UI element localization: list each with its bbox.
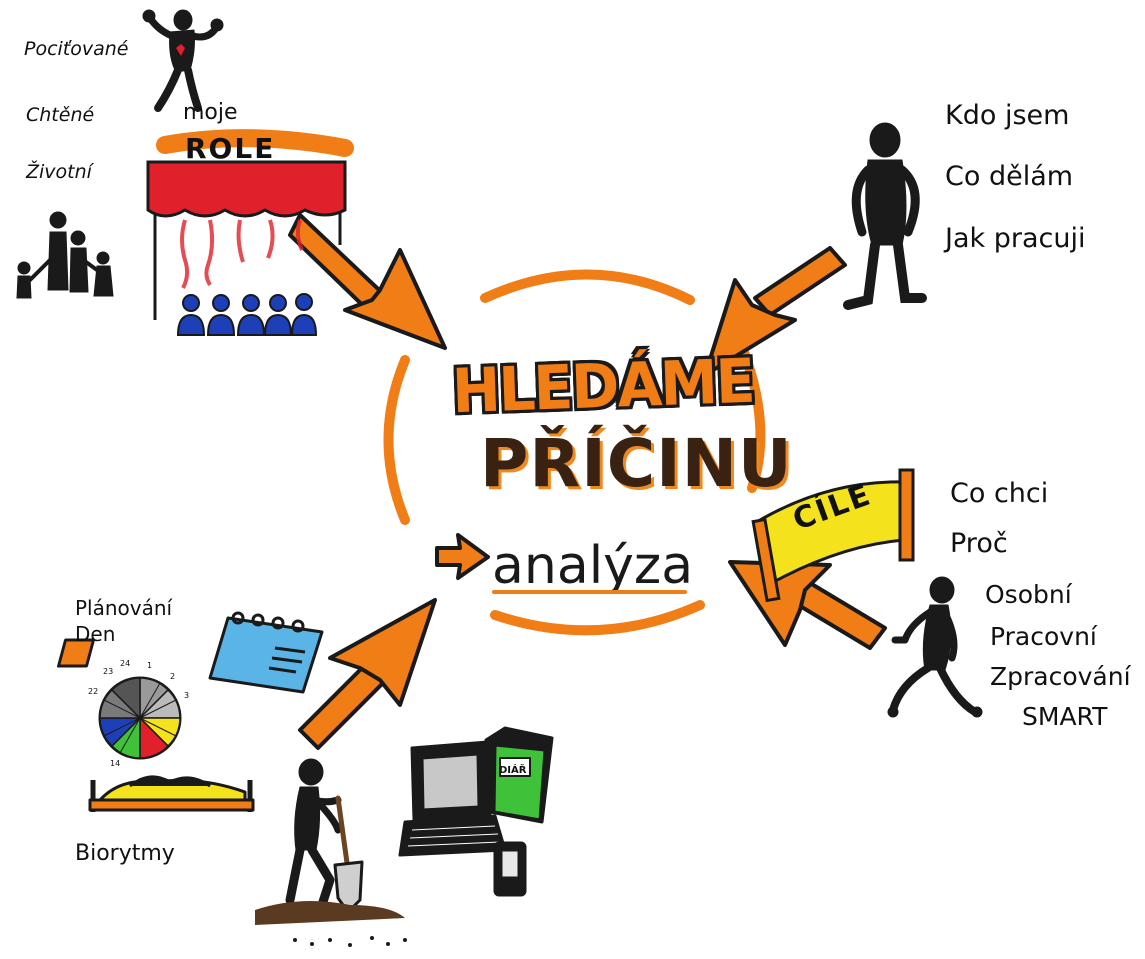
center-title-analyza: analýza: [492, 536, 694, 596]
role-type-felt: Pociťované: [24, 38, 129, 60]
arrow-bottom-right-icon: [728, 560, 887, 650]
what-i-do-label: Co dělám: [945, 161, 1074, 192]
standing-figure-icon: [843, 122, 927, 310]
goal-banner-icon: [751, 468, 915, 603]
who-am-i-label: Kdo jsem: [945, 100, 1070, 131]
family-icon: [16, 211, 114, 299]
arrow-bottom-left-icon: [298, 598, 437, 750]
why-label: Proč: [950, 528, 1008, 559]
digging-figure-icon: [255, 758, 407, 947]
role-stage-icon: [146, 129, 354, 336]
how-i-work-label: Jak pracuji: [945, 223, 1086, 254]
arrow-top-right-icon: [703, 246, 847, 377]
calendar-icon: [56, 611, 324, 694]
center-title-hledame: HLEDÁME: [450, 345, 755, 427]
role-type-life: Životní: [26, 161, 92, 183]
phone-icon: [493, 841, 527, 897]
bed-icon: [88, 775, 255, 812]
clock-number-23: 23: [103, 667, 114, 676]
diary-label: DIÁŘ: [499, 765, 527, 776]
clock-number-2: 2: [170, 672, 176, 681]
smart-label: SMART: [1022, 702, 1108, 731]
personal-label: Osobní: [985, 580, 1072, 609]
clock-number-22: 22: [88, 687, 99, 696]
role-type-wanted: Chtěné: [26, 104, 95, 126]
center-title-pricinu: PŘÍČINU: [480, 425, 793, 502]
running-figure-icon: [887, 576, 983, 718]
clock-number-24: 24: [120, 659, 131, 668]
day-label: Den: [75, 622, 116, 646]
clock-number-1: 1: [147, 661, 153, 670]
processing-label: Zpracování: [990, 662, 1131, 691]
moje-label: moje: [183, 100, 238, 125]
biorhythm-label: Biorytmy: [75, 841, 175, 866]
what-i-want-label: Co chci: [950, 478, 1049, 509]
role-label: ROLE: [185, 132, 276, 165]
planning-label: Plánování: [75, 596, 173, 620]
analyza-underline: [492, 590, 687, 594]
clock-wheel-icon: [98, 676, 182, 760]
work-label: Pracovní: [990, 622, 1097, 651]
dancing-figure-icon: [142, 9, 224, 112]
laptop-icon: [398, 740, 507, 857]
arrow-top-left-icon: [288, 213, 447, 350]
arrow-small-center-icon: [435, 533, 490, 580]
clock-number-14: 14: [110, 759, 121, 768]
clock-number-3: 3: [184, 691, 190, 700]
diary-book-icon: [484, 726, 554, 824]
